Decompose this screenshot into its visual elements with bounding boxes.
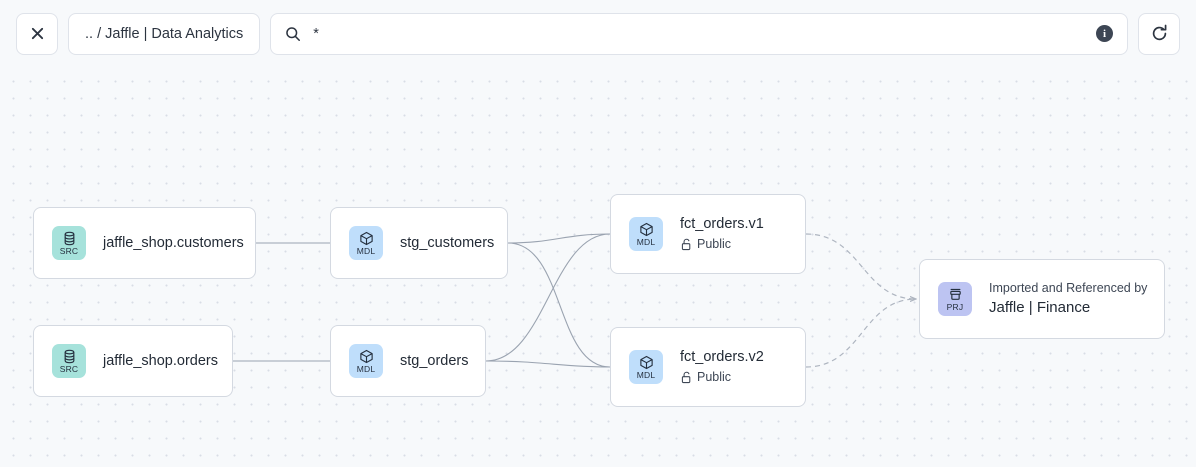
node-body: stg_orders	[400, 352, 469, 371]
breadcrumb[interactable]: .. / Jaffle | Data Analytics	[68, 12, 261, 55]
unlock-icon	[680, 371, 692, 384]
node-body: Imported and Referenced by Jaffle | Fina…	[989, 280, 1148, 318]
node-title: jaffle_shop.orders	[103, 352, 219, 369]
node-title: jaffle_shop.customers	[103, 234, 244, 251]
search-icon	[286, 26, 301, 41]
mdl-badge-label: MDL	[636, 369, 656, 380]
top-toolbar: .. / Jaffle | Data Analytics i	[0, 0, 1196, 67]
node-body: fct_orders.v2 Public	[680, 348, 764, 386]
node-src-customers[interactable]: SRC jaffle_shop.customers	[33, 207, 256, 279]
node-stg-customers[interactable]: MDL stg_customers	[330, 207, 508, 279]
search-input[interactable]	[313, 25, 1084, 42]
node-body: fct_orders.v1 Public	[680, 215, 764, 253]
mdl-badge: MDL	[629, 350, 663, 384]
cube-icon	[639, 222, 654, 237]
cube-icon	[359, 349, 374, 364]
database-icon	[62, 349, 77, 364]
cube-icon	[639, 355, 654, 370]
edge-stg-customers-to-fct-v1	[507, 233, 611, 244]
node-title: stg_customers	[400, 234, 495, 251]
close-button[interactable]	[16, 12, 58, 55]
cube-icon	[359, 231, 374, 246]
refresh-button[interactable]	[1138, 12, 1180, 55]
edge-fct-v2-to-project	[805, 299, 916, 368]
node-caption: Imported and Referenced by	[989, 281, 1148, 295]
info-icon[interactable]: i	[1096, 25, 1113, 42]
mdl-badge: MDL	[629, 217, 663, 251]
edge-stg-customers-to-fct-v2	[507, 242, 611, 368]
node-access: Public	[680, 236, 764, 253]
node-src-orders[interactable]: SRC jaffle_shop.orders	[33, 325, 233, 397]
node-access-label: Public	[697, 237, 732, 251]
refresh-icon	[1152, 24, 1166, 41]
mdl-badge-label: MDL	[356, 245, 376, 256]
node-stg-orders[interactable]: MDL stg_orders	[330, 325, 486, 397]
node-title: stg_orders	[400, 352, 469, 369]
node-fct-orders-v1[interactable]: MDL fct_orders.v1 Public	[610, 194, 806, 274]
node-title: fct_orders.v2	[680, 349, 764, 365]
src-badge-label: SRC	[59, 363, 79, 374]
graph-canvas[interactable]: SRC jaffle_shop.customers SRC	[0, 67, 1196, 467]
project-box-icon	[948, 287, 963, 302]
search-bar[interactable]: i	[270, 12, 1128, 55]
node-project-jaffle-finance[interactable]: PRJ Imported and Referenced by Jaffle | …	[919, 259, 1165, 339]
prj-badge: PRJ	[938, 282, 972, 316]
mdl-badge-label: MDL	[636, 236, 656, 247]
src-badge: SRC	[52, 344, 86, 378]
mdl-badge: MDL	[349, 226, 383, 260]
node-body: stg_customers	[400, 234, 495, 253]
unlock-icon	[680, 238, 692, 251]
node-title: Jaffle | Finance	[989, 299, 1091, 316]
database-icon	[62, 231, 77, 246]
node-access-label: Public	[697, 370, 732, 384]
mdl-badge-label: MDL	[356, 363, 376, 374]
src-badge: SRC	[52, 226, 86, 260]
node-body: jaffle_shop.orders	[103, 352, 219, 371]
node-title: fct_orders.v1	[680, 216, 764, 232]
edge-fct-v1-to-project	[805, 233, 916, 299]
close-icon	[31, 27, 43, 40]
mdl-badge: MDL	[349, 344, 383, 378]
node-fct-orders-v2[interactable]: MDL fct_orders.v2 Public	[610, 327, 806, 407]
node-access: Public	[680, 369, 764, 386]
edge-stg-orders-to-fct-v2	[485, 360, 611, 368]
breadcrumb-label: .. / Jaffle | Data Analytics	[85, 25, 244, 42]
prj-badge-label: PRJ	[946, 301, 964, 312]
node-body: jaffle_shop.customers	[103, 234, 244, 253]
src-badge-label: SRC	[59, 245, 79, 256]
